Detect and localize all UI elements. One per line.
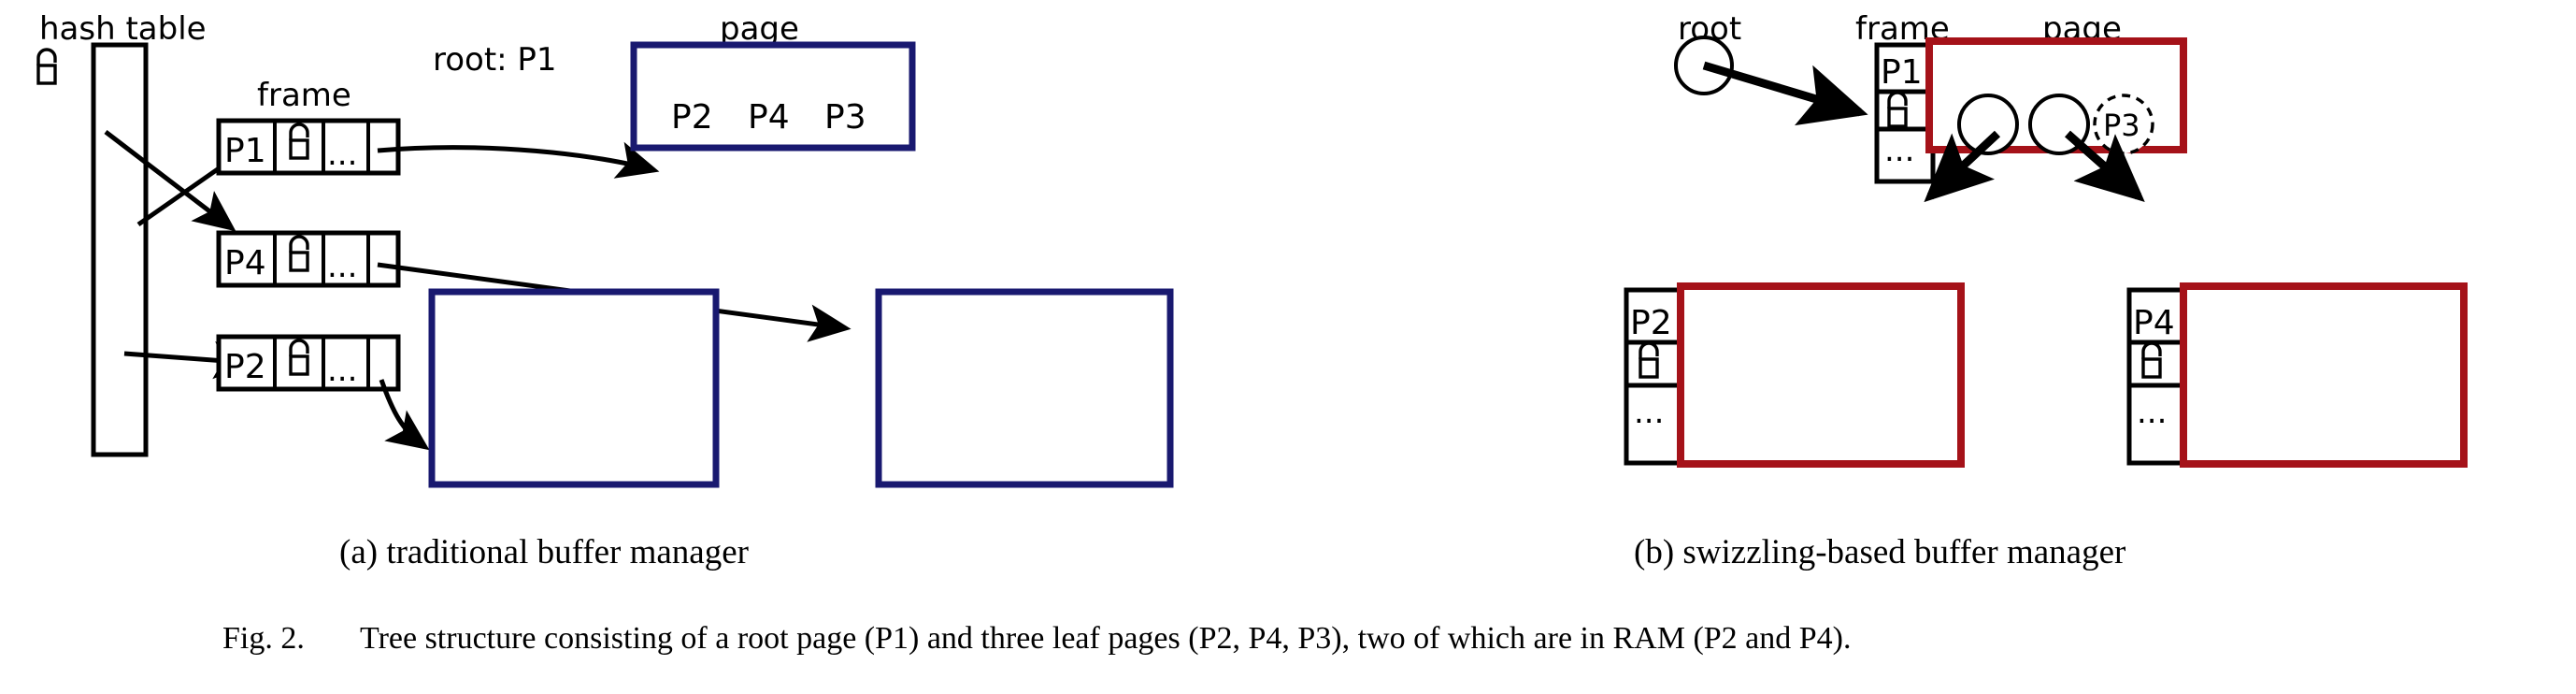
root-frame-id: P1	[1881, 53, 1923, 92]
leaf-frame-p2-id: P2	[1630, 304, 1672, 342]
frame-row-p4-id: P4	[224, 244, 266, 282]
leaf-frame-p2-more: ...	[1634, 394, 1664, 431]
subcaption-a: (a) traditional buffer manager	[339, 533, 749, 571]
panel-a-traditional-buffer-manager: hash table frame root: P1 page P1 ...	[36, 10, 1174, 571]
frame-row-p2-id: P2	[224, 348, 266, 386]
leaf-frame-p4-id: P4	[2133, 304, 2175, 342]
frame-p2-to-leaf-page-arrow	[379, 379, 430, 451]
frame-row-p4[interactable]: P4 ...	[216, 230, 401, 288]
page-label: page	[720, 10, 799, 48]
leaf-page-p4-b	[2180, 282, 2468, 468]
panel-b-swizzling-buffer-manager: root frame page P1 ... P3	[1624, 10, 2468, 571]
root-page-entry-p4: P4	[748, 98, 790, 137]
swizzled-arrow-to-p4	[2065, 130, 2145, 202]
figure-caption-text: Tree structure consisting of a root page…	[360, 621, 1852, 656]
leaf-page-left	[428, 288, 720, 488]
frame-row-p1-more: ...	[327, 136, 357, 173]
root-frame-more: ...	[1884, 132, 1914, 169]
frame-row-p4-more: ...	[327, 248, 357, 285]
unswizzled-pointer-label-p3: P3	[2103, 108, 2140, 143]
swizzled-arrow-to-p2	[1924, 130, 2001, 203]
root-page-outline	[630, 41, 916, 152]
root-page-entry-p3: P3	[824, 98, 866, 137]
root-page-entry-p2: P2	[671, 98, 713, 137]
frame-row-p2-more: ...	[327, 352, 357, 389]
frame-label: frame	[257, 77, 351, 114]
hash-table-column	[91, 42, 149, 457]
leaf-frame-p2-b[interactable]: P2 ...	[1624, 287, 1687, 466]
leaf-frame-p4-more: ...	[2137, 394, 2167, 431]
frame-p1-to-root-page-arrow	[377, 141, 660, 179]
hash-table-label: hash table	[39, 10, 207, 48]
root-pointer-label: root: P1	[433, 41, 557, 79]
root-to-frame-arrow	[1702, 61, 1868, 126]
hash-link-arrow-2	[104, 130, 236, 232]
figure-caption-prefix: Fig. 2.	[222, 621, 305, 656]
subcaption-b: (b) swizzling-based buffer manager	[1634, 533, 2125, 571]
frame-row-p1-id: P1	[224, 132, 266, 170]
root-frame-column-b[interactable]: P1 ...	[1874, 42, 1936, 184]
leaf-page-p2-b	[1677, 282, 1965, 468]
frame-row-p1[interactable]: P1 ...	[216, 118, 401, 176]
leaf-page-right	[875, 288, 1174, 488]
frame-row-p2[interactable]: P2 ...	[216, 334, 401, 392]
leaf-frame-p4-b[interactable]: P4 ...	[2126, 287, 2190, 466]
